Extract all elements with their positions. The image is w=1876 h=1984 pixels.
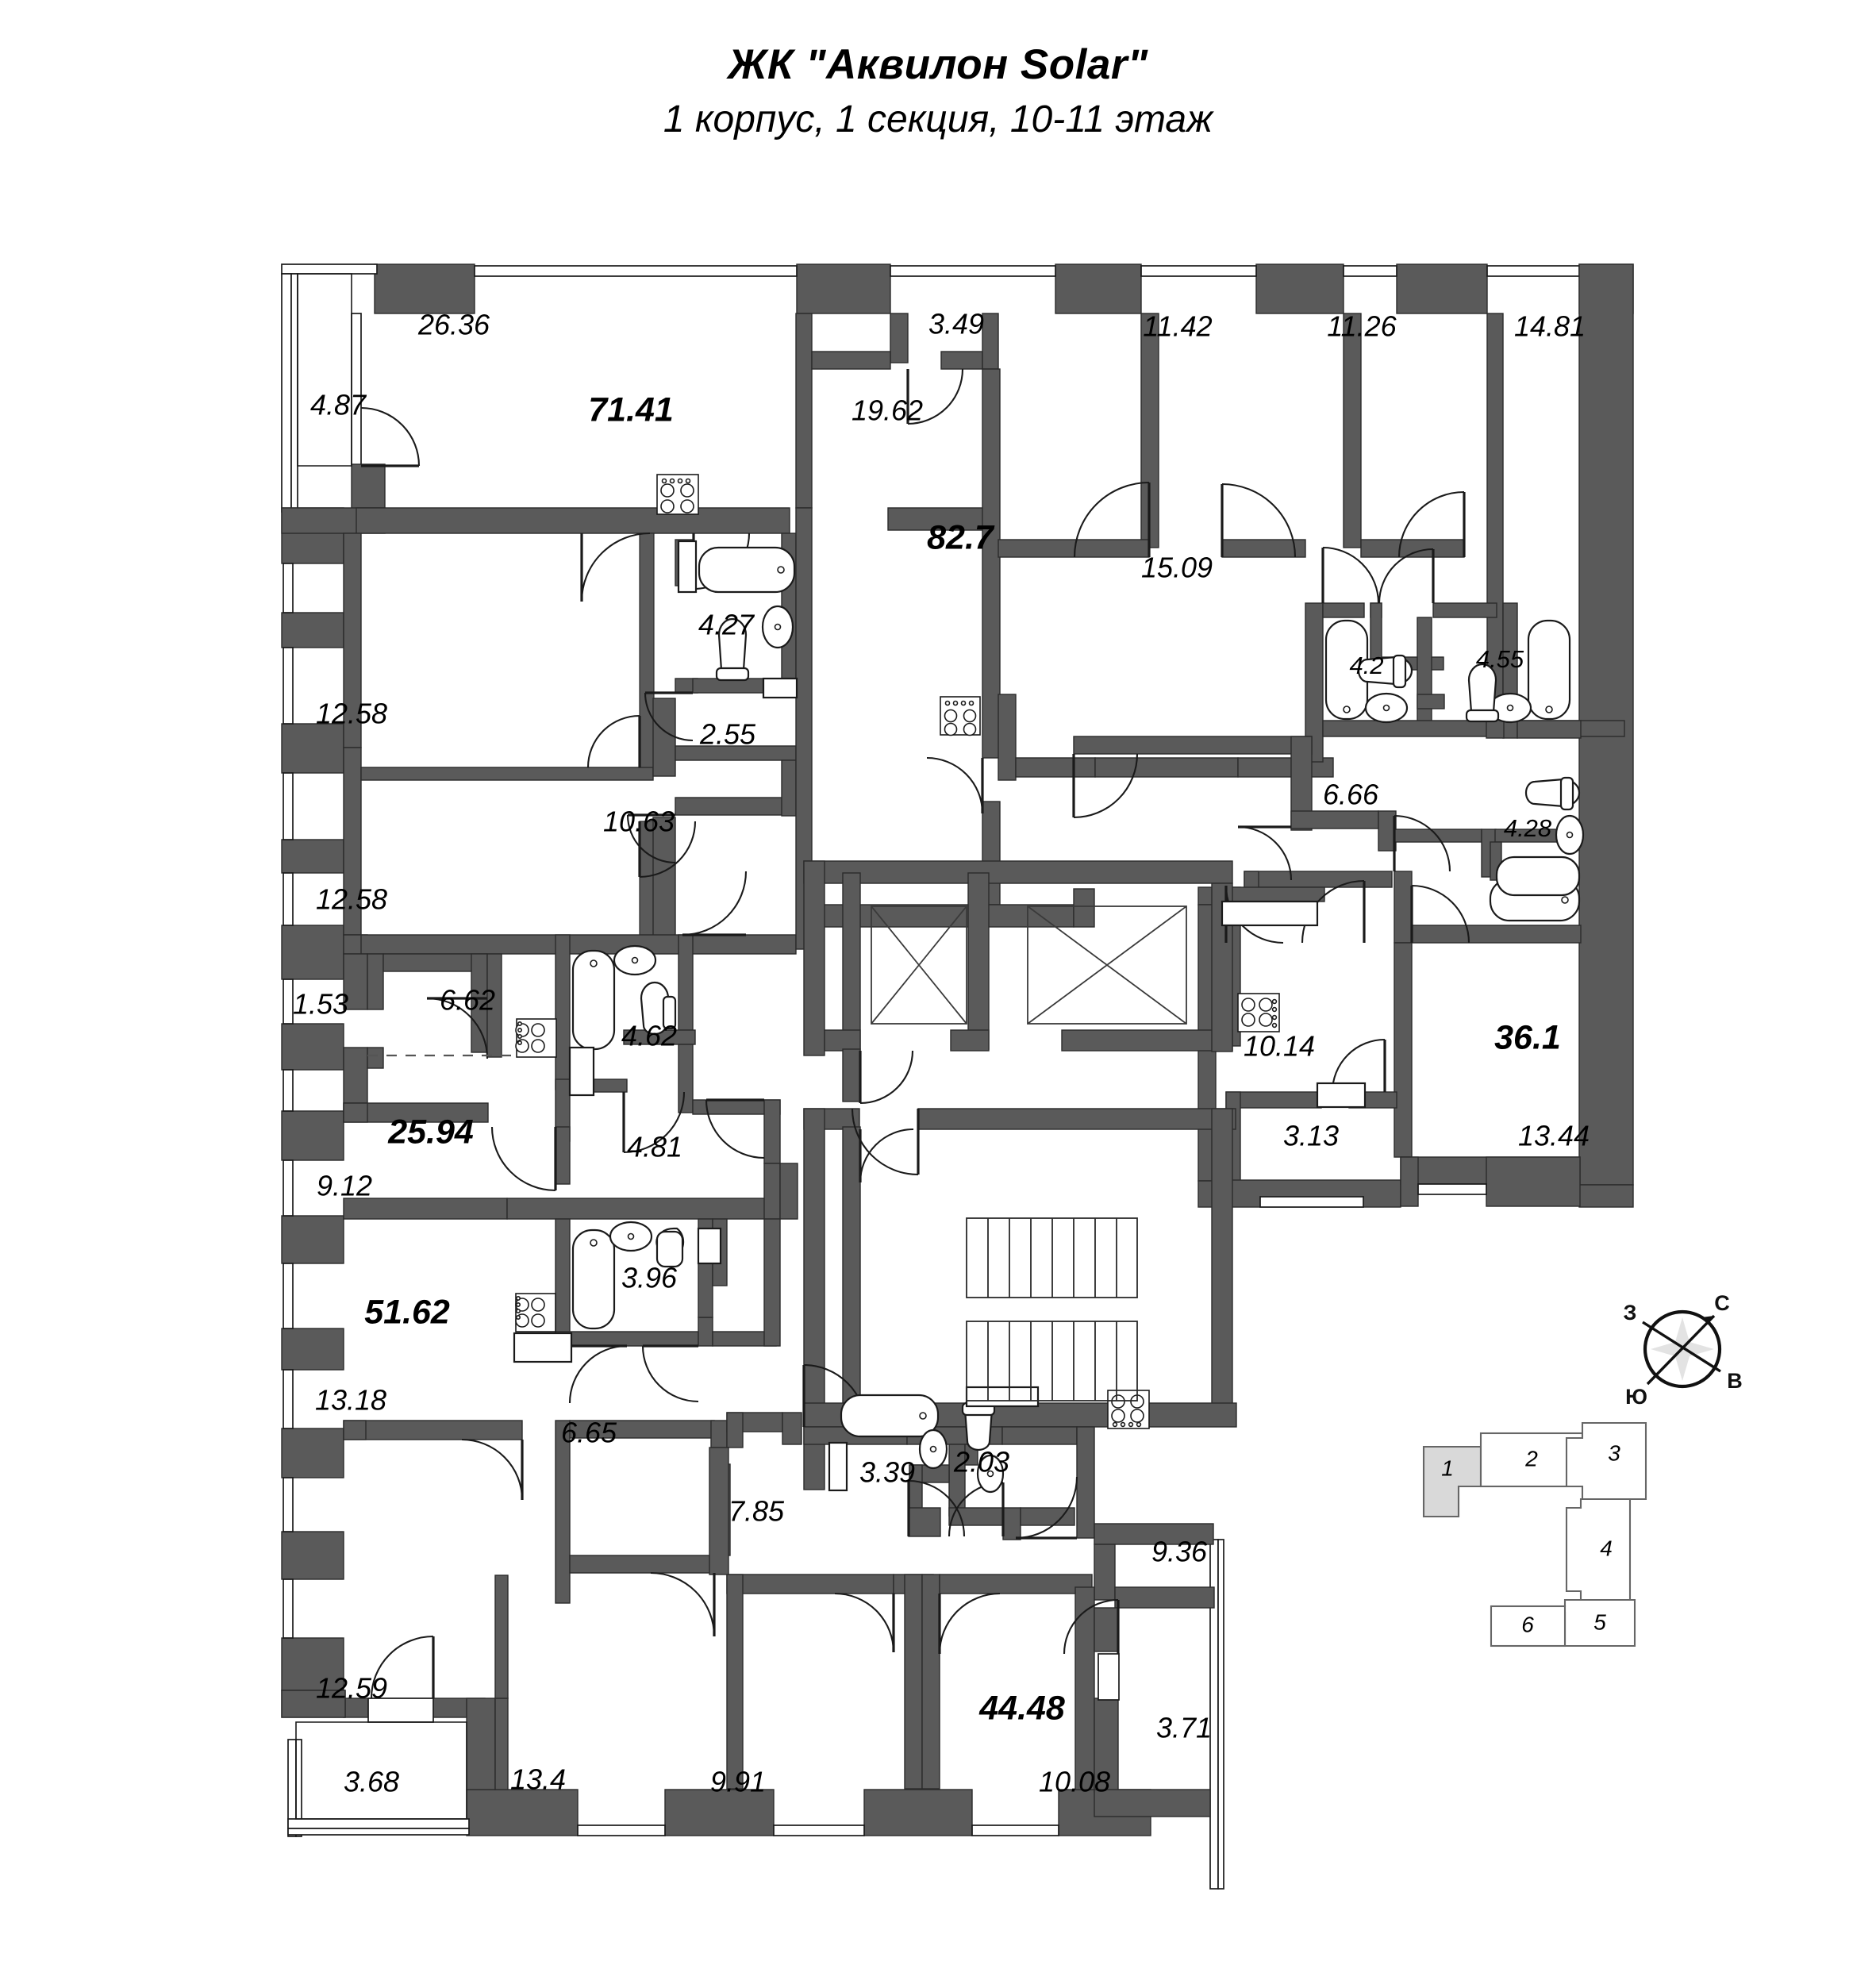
elevator-shafts (871, 905, 1187, 1025)
area-82-7: 82.7 (927, 518, 995, 556)
stove-icon-44-48 (1107, 1390, 1150, 1429)
area-4-81: 4.81 (627, 1131, 682, 1163)
compass-north-label: С (1714, 1291, 1730, 1315)
compass-west-label: З (1624, 1301, 1637, 1325)
room-outlines (295, 273, 467, 1820)
door-swings (360, 368, 1470, 1699)
area-51-62: 51.62 (364, 1293, 450, 1331)
area-6-62: 6.62 (440, 984, 495, 1017)
elevator-shaft-2 (1027, 905, 1187, 1025)
key-label-3: 3 (1608, 1440, 1620, 1465)
page-title: ЖК "Аквилон Solar" (728, 41, 1148, 88)
window-glazing-bottom (577, 1824, 1059, 1836)
plumbing-fixtures (513, 474, 1585, 1494)
elevator-shaft-1 (871, 905, 967, 1025)
building-key-diagram: 1 2 3 4 5 6 (1422, 1421, 1647, 1648)
washer-icon (677, 540, 698, 594)
area-3-68: 3.68 (344, 1766, 399, 1798)
area-9-36: 9.36 (1151, 1536, 1208, 1568)
stove-icon (656, 474, 699, 515)
key-label-5: 5 (1593, 1609, 1606, 1634)
key-block-4 (1565, 1498, 1632, 1601)
area-13-44: 13.44 (1518, 1120, 1590, 1152)
bathtub-icon-3-96 (571, 1228, 616, 1330)
area-4-55: 4.55 (1476, 645, 1524, 673)
area-3-96: 3.96 (621, 1262, 678, 1294)
key-label-2: 2 (1524, 1446, 1538, 1471)
area-71-41: 71.41 (588, 390, 674, 429)
area-12-58-b: 12.58 (316, 883, 387, 916)
window-glazing-36-1 (1259, 1183, 1487, 1208)
area-10-14: 10.14 (1244, 1030, 1315, 1063)
key-block-2 (1479, 1432, 1584, 1488)
area-9-91: 9.91 (710, 1766, 766, 1798)
key-block-3 (1565, 1421, 1647, 1501)
area-4-87: 4.87 (310, 389, 367, 421)
bathtub-icon-36-1 (1495, 856, 1581, 897)
area-7-85: 7.85 (728, 1495, 785, 1528)
area-12-59: 12.59 (316, 1672, 387, 1705)
key-label-6: 6 (1521, 1612, 1534, 1636)
area-4-27: 4.27 (698, 609, 755, 641)
area-13-4: 13.4 (510, 1763, 566, 1796)
area-3-39: 3.39 (859, 1456, 915, 1489)
area-2-03: 2.03 (953, 1446, 1009, 1478)
area-4-28: 4.28 (1504, 814, 1552, 842)
key-label-4: 4 (1600, 1536, 1613, 1560)
stove-icon-10-14 (1237, 993, 1280, 1032)
title-block: ЖК "Аквилон Solar" 1 корпус, 1 секция, 1… (0, 41, 1876, 141)
stove-icon-51-62 (515, 1293, 556, 1332)
compass-rose: С В Ю З (1624, 1291, 1743, 1409)
area-10-08: 10.08 (1039, 1766, 1110, 1798)
area-36-1: 36.1 (1494, 1018, 1561, 1056)
area-6-66: 6.66 (1323, 779, 1379, 811)
area-15-09: 15.09 (1141, 552, 1213, 584)
area-3-49: 3.49 (928, 308, 984, 340)
window-glazing-left (283, 563, 294, 1639)
area-44-48: 44.48 (978, 1689, 1065, 1727)
area-2-55: 2.55 (699, 718, 756, 751)
balcony-glazing-bottom-left (287, 1739, 470, 1837)
area-1-53: 1.53 (293, 988, 348, 1021)
area-11-26: 11.26 (1327, 310, 1397, 343)
area-12-58-a: 12.58 (316, 698, 387, 730)
compass-east-label: В (1727, 1369, 1743, 1393)
area-4-2: 4.2 (1349, 652, 1383, 679)
area-6-65: 6.65 (561, 1417, 617, 1449)
bathtub-icon (698, 546, 796, 594)
compass-south-label: Ю (1625, 1385, 1647, 1409)
stove-icon-82 (940, 696, 981, 736)
area-10-63: 10.63 (603, 806, 675, 838)
door-panel-3-71 (1098, 1653, 1120, 1701)
area-26-36: 26.36 (417, 309, 490, 341)
area-9-12: 9.12 (317, 1170, 372, 1202)
key-label-1: 1 (1441, 1455, 1454, 1480)
bathtub-icon-4-55 (1527, 619, 1571, 721)
stove-icon-6-62 (515, 1018, 557, 1058)
door-panel-12-59 (367, 1698, 434, 1723)
staircase (966, 1217, 1138, 1401)
area-4-62: 4.62 (621, 1020, 677, 1052)
area-3-71: 3.71 (1156, 1712, 1212, 1744)
area-14-81: 14.81 (1514, 310, 1586, 343)
bathtub-icon-3-39 (840, 1394, 940, 1438)
area-25-94: 25.94 (387, 1113, 474, 1151)
area-13-18: 13.18 (315, 1384, 386, 1417)
area-3-13: 3.13 (1283, 1120, 1339, 1152)
page-subtitle: 1 корпус, 1 секция, 10-11 этаж (663, 98, 1213, 141)
balcony-glazing-left (281, 263, 378, 513)
key-block-6 (1490, 1605, 1567, 1648)
wall-structure (281, 263, 1634, 1890)
area-19-62: 19.62 (852, 394, 923, 427)
balcony-glazing-bottom-right (1209, 1539, 1224, 1890)
area-11-42: 11.42 (1143, 310, 1212, 343)
